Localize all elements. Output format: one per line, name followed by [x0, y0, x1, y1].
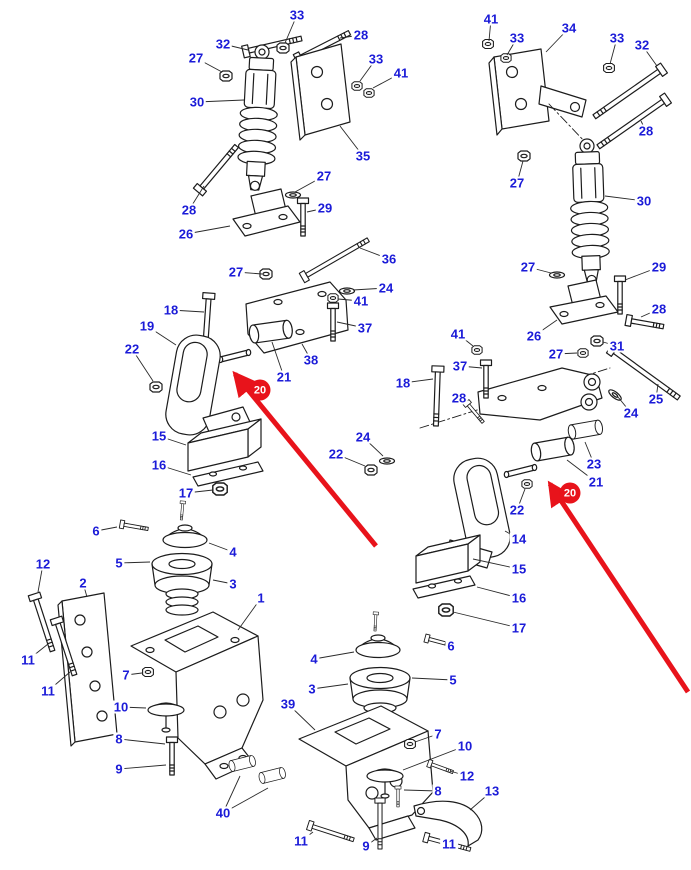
part-label-19[interactable]: 19 — [137, 318, 157, 334]
highlight-badge-20[interactable]: 20 — [249, 379, 271, 401]
part-label-11[interactable]: 11 — [39, 683, 57, 699]
part-label-8[interactable]: 8 — [113, 731, 125, 747]
part-label-3[interactable]: 3 — [306, 681, 318, 697]
part-label-9[interactable]: 9 — [113, 761, 125, 777]
part-label-24[interactable]: 24 — [621, 405, 641, 421]
part-label-39[interactable]: 39 — [278, 696, 298, 712]
part-label-34[interactable]: 34 — [559, 20, 579, 36]
part-label-8[interactable]: 8 — [432, 783, 444, 799]
part-label-17[interactable]: 17 — [176, 485, 196, 501]
part-label-21[interactable]: 21 — [274, 369, 294, 385]
part-label-16[interactable]: 16 — [509, 590, 529, 606]
part-label-38[interactable]: 38 — [301, 352, 321, 368]
part-label-26[interactable]: 26 — [176, 226, 196, 242]
part-label-37[interactable]: 37 — [355, 320, 375, 336]
part-label-5[interactable]: 5 — [447, 672, 459, 688]
part-label-28[interactable]: 28 — [636, 123, 656, 139]
part-label-11[interactable]: 11 — [19, 652, 37, 668]
part-label-7[interactable]: 7 — [432, 726, 444, 742]
part-label-7[interactable]: 7 — [120, 667, 132, 683]
part-label-25[interactable]: 25 — [646, 391, 666, 407]
part-label-28[interactable]: 28 — [351, 27, 371, 43]
part-label-12[interactable]: 12 — [457, 768, 477, 784]
part-label-41[interactable]: 41 — [448, 326, 468, 342]
part-label-3[interactable]: 3 — [227, 576, 239, 592]
part-label-2[interactable]: 2 — [77, 575, 89, 591]
part-label-10[interactable]: 10 — [111, 699, 131, 715]
part-label-9[interactable]: 9 — [360, 838, 372, 854]
part-label-28[interactable]: 28 — [449, 390, 469, 406]
part-label-4[interactable]: 4 — [308, 651, 320, 667]
part-label-22[interactable]: 22 — [326, 446, 346, 462]
part-label-33[interactable]: 33 — [607, 30, 627, 46]
part-label-15[interactable]: 15 — [509, 561, 529, 577]
part-label-22[interactable]: 22 — [507, 502, 527, 518]
part-label-4[interactable]: 4 — [227, 544, 239, 560]
part-label-37[interactable]: 37 — [450, 358, 470, 374]
part-label-10[interactable]: 10 — [455, 738, 475, 754]
part-label-13[interactable]: 13 — [482, 783, 502, 799]
part-label-27[interactable]: 27 — [546, 346, 566, 362]
part-label-17[interactable]: 17 — [509, 620, 529, 636]
part-label-27[interactable]: 27 — [314, 168, 334, 184]
part-label-33[interactable]: 33 — [287, 7, 307, 23]
part-label-12[interactable]: 12 — [33, 556, 53, 572]
part-label-30[interactable]: 30 — [634, 193, 654, 209]
part-label-32[interactable]: 32 — [213, 36, 233, 52]
part-label-30[interactable]: 30 — [187, 94, 207, 110]
part-label-29[interactable]: 29 — [315, 200, 335, 216]
part-label-6[interactable]: 6 — [445, 638, 457, 654]
part-label-24[interactable]: 24 — [353, 429, 373, 445]
part-label-31[interactable]: 31 — [607, 338, 627, 354]
part-label-28[interactable]: 28 — [649, 301, 669, 317]
part-label-29[interactable]: 29 — [649, 259, 669, 275]
part-label-11[interactable]: 11 — [292, 833, 310, 849]
part-label-41[interactable]: 41 — [351, 293, 371, 309]
part-label-40[interactable]: 40 — [213, 805, 233, 821]
part-label-18[interactable]: 18 — [393, 375, 413, 391]
part-label-18[interactable]: 18 — [161, 302, 181, 318]
part-label-36[interactable]: 36 — [379, 251, 399, 267]
part-label-22[interactable]: 22 — [122, 341, 142, 357]
part-label-28[interactable]: 28 — [179, 202, 199, 218]
part-label-14[interactable]: 14 — [509, 531, 529, 547]
part-label-11[interactable]: 11 — [440, 836, 458, 852]
part-label-26[interactable]: 26 — [524, 328, 544, 344]
part-label-35[interactable]: 35 — [353, 148, 373, 164]
highlight-badge-20[interactable]: 20 — [559, 482, 581, 504]
part-label-23[interactable]: 23 — [584, 456, 604, 472]
part-label-21[interactable]: 21 — [586, 474, 606, 490]
part-label-16[interactable]: 16 — [149, 457, 169, 473]
part-label-5[interactable]: 5 — [113, 555, 125, 571]
part-label-24[interactable]: 24 — [376, 280, 396, 296]
part-label-27[interactable]: 27 — [186, 50, 206, 66]
part-label-41[interactable]: 41 — [481, 11, 501, 27]
part-label-27[interactable]: 27 — [226, 264, 246, 280]
part-label-32[interactable]: 32 — [632, 37, 652, 53]
part-label-1[interactable]: 1 — [255, 590, 267, 606]
part-label-27[interactable]: 27 — [507, 175, 527, 191]
part-label-33[interactable]: 33 — [366, 51, 386, 67]
part-label-6[interactable]: 6 — [90, 523, 102, 539]
part-label-41[interactable]: 41 — [391, 65, 411, 81]
part-label-15[interactable]: 15 — [149, 428, 169, 444]
part-label-27[interactable]: 27 — [518, 259, 538, 275]
part-label-33[interactable]: 33 — [507, 30, 527, 46]
